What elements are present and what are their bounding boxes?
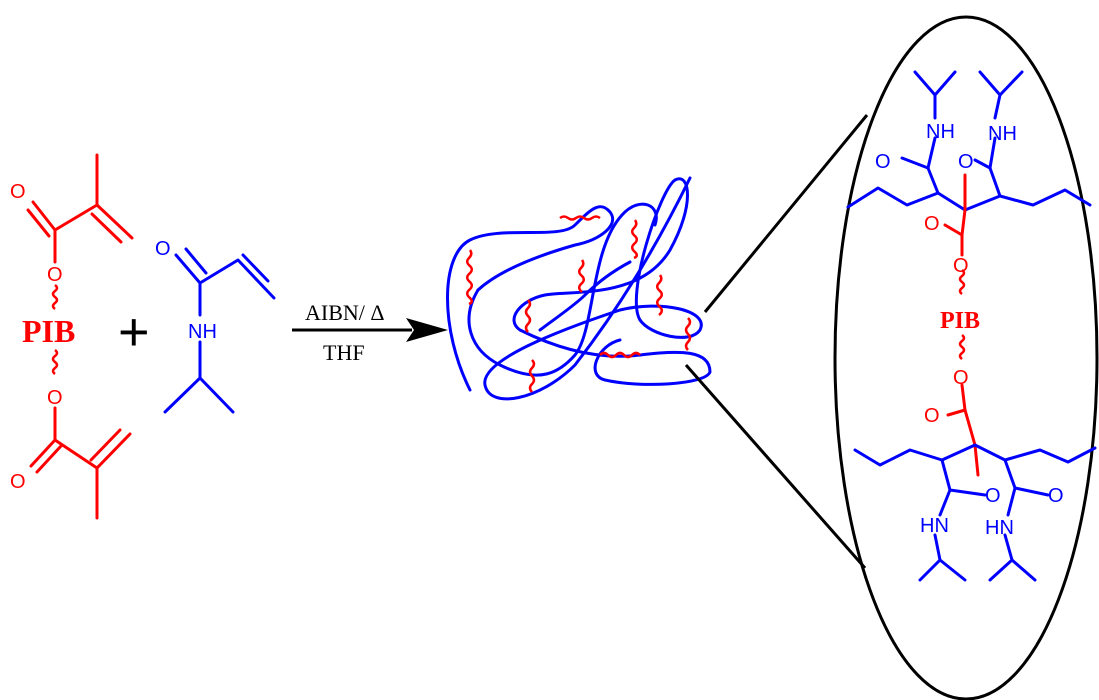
bond [978, 70, 1002, 120]
pib-dimethacrylate-structure: O O PIB O O [10, 153, 134, 520]
crosslink [559, 215, 601, 221]
bond [26, 208, 51, 238]
wavy-bond [958, 334, 966, 360]
arrow-head [406, 318, 448, 342]
oxygen-label: O [953, 367, 969, 389]
bond [1003, 458, 1050, 497]
zoom-line-top [703, 114, 869, 313]
bond [988, 136, 997, 170]
oxygen-label: O [155, 238, 171, 260]
zoomed-crosslink-structure: NH NH O O O O PIB O O O O HN HN [846, 70, 1097, 582]
bond [938, 488, 952, 517]
bond [940, 458, 987, 497]
bond [853, 443, 1097, 467]
bond [90, 212, 123, 244]
bond [95, 432, 132, 470]
crosslink [524, 299, 532, 333]
wavy-bond [958, 269, 966, 295]
oxygen-label: O [10, 181, 26, 203]
oxygen-label: O [875, 151, 891, 173]
bond [89, 428, 122, 462]
bond [31, 200, 57, 232]
pib-label: PIB [940, 308, 980, 334]
bond [53, 438, 99, 520]
condition-reagent: AIBN/ Δ [305, 300, 385, 325]
zoom-line-bottom [684, 364, 867, 569]
oxygen-label: O [985, 485, 1001, 507]
nh-label: NH [188, 321, 217, 343]
nipam-structure: O NH [155, 238, 276, 414]
crosslinked-network [446, 176, 712, 401]
nh-label: NH [926, 121, 955, 143]
bond [29, 438, 57, 468]
crosslink [528, 359, 536, 393]
bond [95, 203, 134, 240]
nh-label: NH [988, 123, 1017, 145]
bond [963, 408, 980, 477]
bond [926, 136, 937, 170]
oxygen-label: O [924, 405, 940, 427]
bond [1006, 486, 1017, 517]
bond [938, 558, 967, 582]
hn-label: HN [920, 515, 949, 537]
pib-label: PIB [22, 313, 75, 349]
bond [973, 158, 1002, 198]
crosslink [631, 219, 638, 260]
crosslink [466, 249, 473, 306]
bond [960, 173, 967, 237]
oxygen-label: O [47, 264, 63, 286]
plus-sign: + [118, 302, 150, 362]
bond [198, 376, 235, 414]
bond [998, 70, 1024, 97]
zoom-ellipse [833, 15, 1099, 700]
oxygen-label: O [1048, 485, 1064, 507]
bond [163, 376, 202, 414]
polymer-chain [467, 202, 658, 377]
oxygen-label: O [10, 471, 26, 493]
bond [900, 156, 940, 195]
bond [35, 444, 63, 474]
bond [913, 70, 937, 120]
bond [241, 253, 270, 283]
bond [846, 186, 1092, 212]
polymer-chain [538, 260, 632, 332]
oxygen-label: O [958, 151, 974, 173]
reaction-arrow: AIBN/ Δ THF [292, 300, 448, 365]
wavy-bond [51, 284, 59, 310]
crosslink [684, 317, 692, 351]
bond [174, 253, 276, 300]
bond [918, 533, 942, 582]
condition-solvent: THF [323, 340, 365, 365]
hn-label: HN [985, 517, 1014, 539]
bond [184, 247, 208, 275]
crosslink [599, 351, 641, 359]
bond [1010, 558, 1037, 582]
wavy-bond [51, 349, 59, 375]
bond [946, 383, 967, 417]
oxygen-label: O [924, 213, 940, 235]
bond [933, 70, 957, 97]
polymer-chain [512, 177, 689, 358]
crosslink [656, 274, 663, 316]
crosslink [578, 259, 585, 293]
polymer-chain [593, 338, 712, 386]
bond [943, 223, 964, 237]
bond [988, 533, 1014, 582]
oxygen-label: O [47, 387, 63, 409]
bond [53, 153, 99, 232]
oxygen-label: O [953, 255, 969, 277]
polymer-chain [483, 176, 703, 401]
